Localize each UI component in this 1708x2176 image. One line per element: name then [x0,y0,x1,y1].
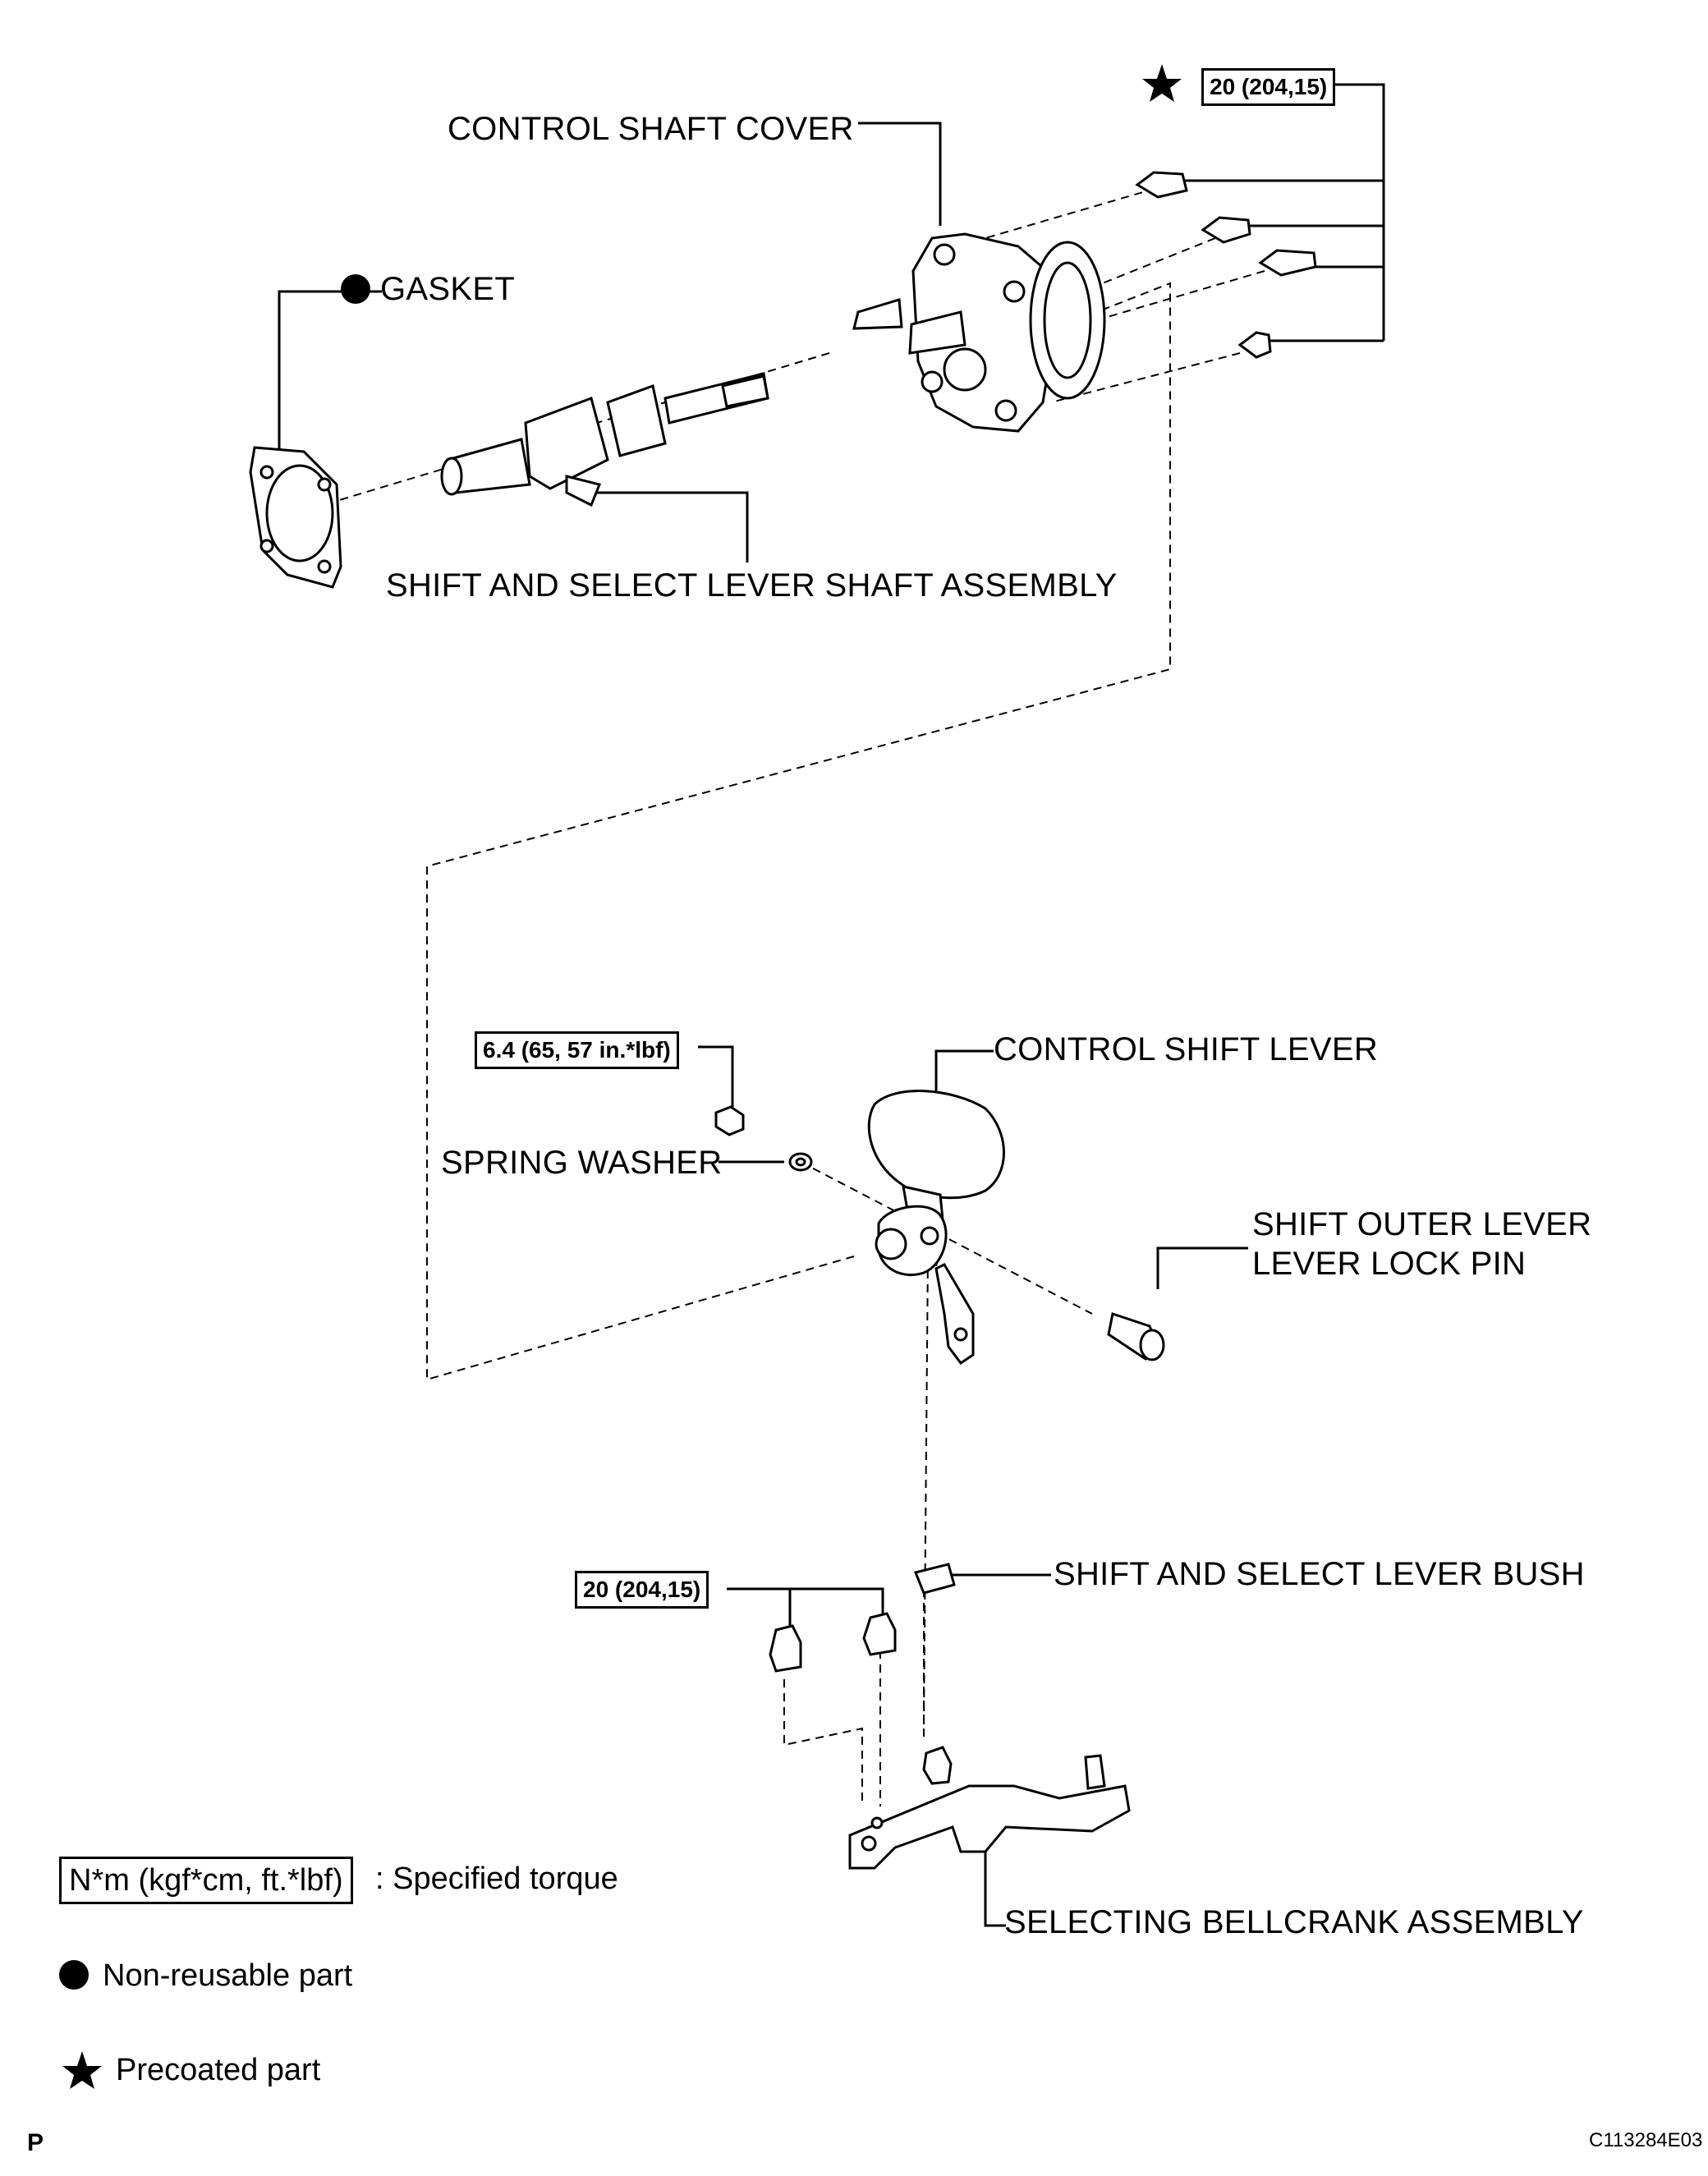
legend-non-reusable-text: Non-reusable part [103,1958,353,1993]
bellcrank-assembly-label: SELECTING BELLCRANK ASSEMBLY [1004,1904,1584,1940]
cover-bolts [1135,171,1317,359]
torque-box-bellcrank-bolts: 20 (204,15) [575,1571,709,1609]
legend-torque-box: N*m (kgf*cm, ft.*lbf) [59,1857,353,1904]
lever-lock-pin-label: LEVER LOCK PIN [1252,1246,1527,1282]
legend-symbols [59,64,1182,2089]
star-icon [62,2051,102,2089]
torque-box-control-lever-nut: 6.4 (65, 57 in.*lbf) [475,1031,679,1069]
control-shift-lever-part [867,1090,1005,1366]
shift-outer-lever-label: SHIFT OUTER LEVER [1252,1206,1592,1242]
control-shift-lever-label: CONTROL SHIFT LEVER [994,1031,1379,1067]
filled-circle-icon [59,1960,89,1990]
spring-washer-label: SPRING WASHER [441,1145,723,1181]
bellcrank-bolts [769,1612,897,1673]
gasket-label: GASKET [380,271,516,307]
small-parts [714,1105,1165,1595]
bellcrank-part [848,1746,1131,1870]
lever-shaft-assembly [440,372,769,507]
torque-box-cover-bolts: 20 (204,15) [1201,68,1336,106]
filled-circle-icon [341,274,370,304]
legend-precoated-text: Precoated part [116,2053,321,2087]
control-shaft-cover-label: CONTROL SHAFT COVER [448,111,854,147]
control-shaft-cover [852,232,1106,433]
page-letter: P [27,2129,44,2156]
lever-bush-label: SHIFT AND SELECT LEVER BUSH [1054,1556,1585,1592]
gasket-part [249,446,342,589]
lever-shaft-assembly-label: SHIFT AND SELECT LEVER SHAFT ASSEMBLY [386,567,1118,604]
leader-lines [278,83,1385,1927]
legend-torque-text: : Specified torque [375,1862,618,1896]
star-icon [1142,64,1182,102]
figure-code: C113284E03 [1589,2129,1703,2151]
